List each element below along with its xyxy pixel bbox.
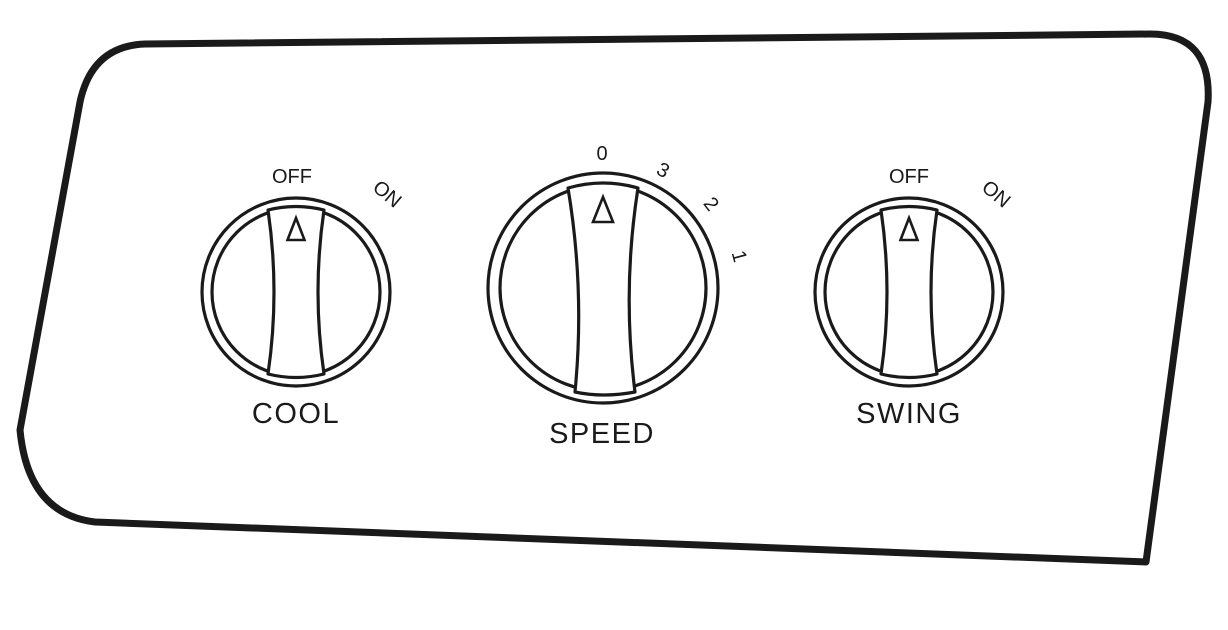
cool-knob-grip[interactable] <box>266 204 326 380</box>
speed-pointer-icon <box>591 193 615 224</box>
speed-1-label: 1 <box>727 248 751 264</box>
cool-knob[interactable] <box>200 196 392 388</box>
swing-knob-label: SWING <box>856 398 962 430</box>
swing-knob[interactable] <box>813 196 1005 388</box>
speed-0-label: 0 <box>596 143 607 165</box>
swing-knob-grip[interactable] <box>879 204 939 380</box>
speed-knob-label: SPEED <box>549 418 655 450</box>
cool-off-label: OFF <box>272 166 312 188</box>
swing-pointer-icon <box>898 214 920 242</box>
speed-knob[interactable] <box>486 171 720 405</box>
cool-pointer-icon <box>285 214 307 242</box>
cool-knob-label: COOL <box>252 398 340 430</box>
swing-off-label: OFF <box>889 166 929 188</box>
speed-knob-grip[interactable] <box>566 181 640 397</box>
